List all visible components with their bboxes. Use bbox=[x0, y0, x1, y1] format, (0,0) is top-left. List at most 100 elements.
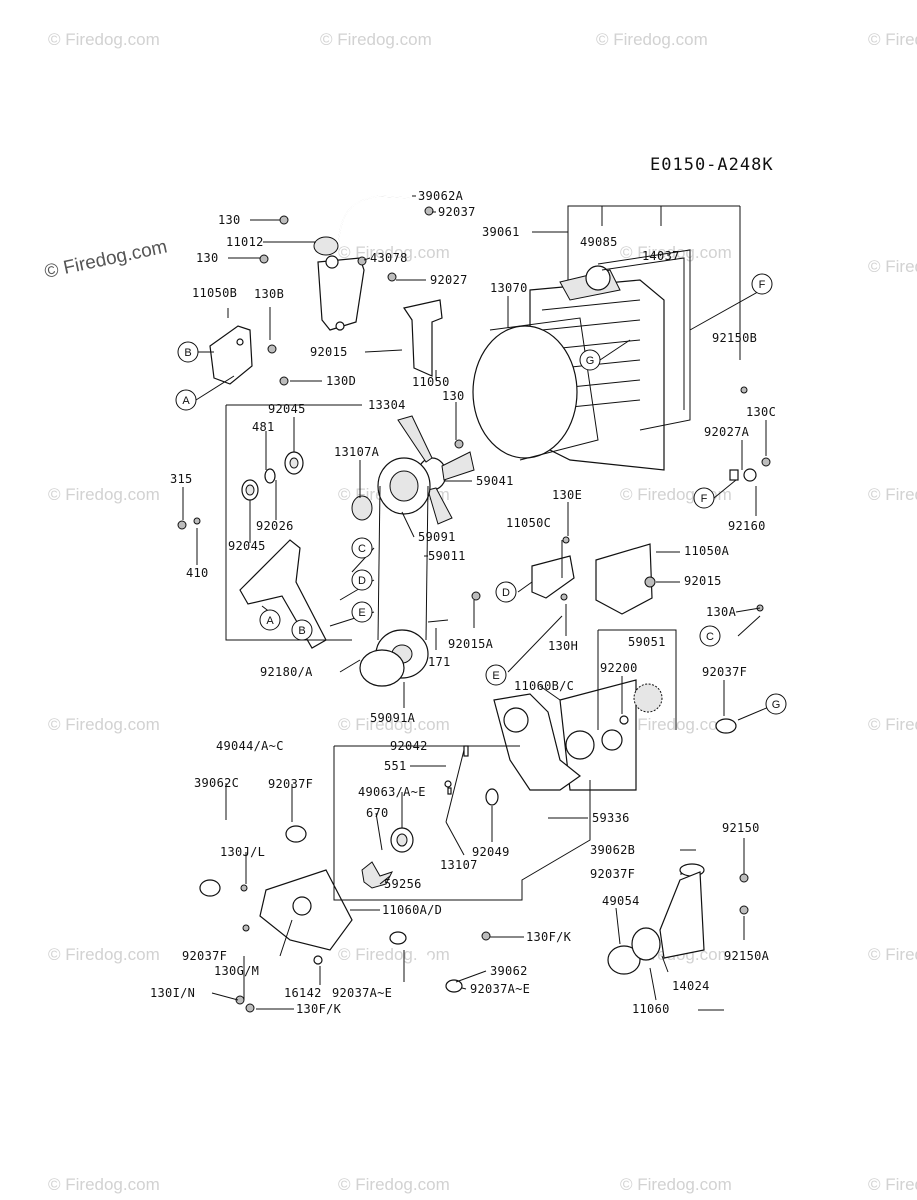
callout-b: B bbox=[184, 347, 191, 359]
part-label: 92180/A bbox=[260, 665, 313, 679]
part-label: 481 bbox=[252, 420, 275, 434]
callout-f: F bbox=[759, 279, 766, 291]
thermostat-housing-drawing bbox=[659, 871, 705, 959]
callout-d: D bbox=[502, 587, 510, 599]
watermark: © Firedog.com bbox=[868, 1175, 917, 1194]
part-label: 130H bbox=[548, 639, 578, 653]
callout-g: G bbox=[772, 699, 781, 711]
watermark: © Firedog.com bbox=[868, 485, 917, 504]
part-label: 410 bbox=[186, 566, 209, 580]
part-label: 11050A bbox=[684, 544, 730, 558]
watermark: © Firedog.com bbox=[48, 485, 160, 504]
part-label: 49063/A~E bbox=[358, 785, 426, 799]
part-label: 670 bbox=[366, 806, 389, 820]
part-label: 14024 bbox=[672, 979, 710, 993]
part-label: 130E bbox=[552, 488, 582, 502]
part-label: 13304 bbox=[368, 398, 406, 412]
callout-a: A bbox=[182, 395, 190, 407]
callout-f: F bbox=[701, 493, 708, 505]
radiator-cap-drawing bbox=[313, 236, 339, 256]
part-label: 49085 bbox=[580, 235, 618, 249]
callout-g: G bbox=[586, 355, 595, 367]
part-label: 49054 bbox=[602, 894, 640, 908]
part-label: 92160 bbox=[728, 519, 766, 533]
watermark: © Firedog.com bbox=[868, 945, 917, 964]
part-label: 13107A bbox=[334, 445, 380, 459]
part-label: 39062B bbox=[590, 843, 635, 857]
part-label: 92037A~E bbox=[332, 986, 392, 1000]
part-label: 130 bbox=[218, 213, 241, 227]
watermarks: © Firedog.com © Firedog.com © Firedog.co… bbox=[43, 30, 917, 1194]
callout-c: C bbox=[706, 631, 714, 643]
part-label: 39062C bbox=[194, 776, 239, 790]
part-label: 59091 bbox=[418, 530, 456, 544]
part-label: 59091A bbox=[370, 711, 416, 725]
part-label: 92015A bbox=[448, 637, 494, 651]
watermark: © Firedog.com bbox=[620, 485, 732, 504]
part-label: 92037F bbox=[182, 949, 227, 963]
part-label: 39062A bbox=[418, 189, 464, 203]
callout-b: B bbox=[298, 625, 305, 637]
part-label: 92015 bbox=[684, 574, 722, 588]
part-labels: 39062A 92037 130 11012 39061 49085 14037… bbox=[150, 189, 776, 1016]
part-label: 39061 bbox=[482, 225, 520, 239]
fan-shroud-drawing bbox=[472, 325, 578, 459]
reservoir-tank-drawing bbox=[317, 257, 365, 331]
part-label: 11012 bbox=[226, 235, 264, 249]
part-label: 92049 bbox=[472, 845, 510, 859]
watermark: © Firedog.com bbox=[868, 30, 917, 49]
part-label: 13107 bbox=[440, 858, 478, 872]
part-label: 130D bbox=[326, 374, 356, 388]
diagram-code: E0150-A248K bbox=[650, 155, 774, 175]
part-label: 92045 bbox=[228, 539, 266, 553]
callout-e: E bbox=[492, 670, 499, 682]
watermark: © Firedog.com bbox=[596, 30, 708, 49]
callout-d: D bbox=[358, 575, 366, 587]
part-label: 14037 bbox=[642, 249, 680, 263]
part-label: 130A bbox=[706, 605, 737, 619]
part-label: 130F/K bbox=[296, 1002, 342, 1016]
part-label: 11050 bbox=[412, 375, 450, 389]
part-label: 130C bbox=[746, 405, 776, 419]
part-label: 59051 bbox=[628, 635, 666, 649]
part-label: 92200 bbox=[600, 661, 638, 675]
part-label: 59336 bbox=[592, 811, 630, 825]
watermark: © Firedog.com bbox=[43, 236, 170, 283]
impeller-drawing bbox=[361, 861, 393, 889]
watermark: © Firedog.com bbox=[320, 30, 432, 49]
part-label: 315 bbox=[170, 472, 193, 486]
part-label: 130B bbox=[254, 287, 284, 301]
watermark: © Firedog.com bbox=[868, 257, 917, 276]
watermark: © Firedog.com bbox=[48, 30, 160, 49]
watermark: © Firedog.com bbox=[338, 243, 450, 262]
part-label: 130 bbox=[196, 251, 219, 265]
watermark: © Firedog.com bbox=[338, 1175, 450, 1194]
watermark: © Firedog.com bbox=[48, 715, 160, 734]
part-drawings bbox=[153, 195, 771, 1013]
watermark: © Firedog.com bbox=[48, 945, 160, 964]
part-label: 11060 bbox=[632, 1002, 670, 1016]
part-label: 92042 bbox=[390, 739, 428, 753]
part-label: 59041 bbox=[476, 474, 514, 488]
part-label: 92150B bbox=[712, 331, 757, 345]
part-label: 92037F bbox=[590, 867, 635, 881]
part-label: 16142 bbox=[284, 986, 322, 1000]
watermark: © Firedog.com bbox=[338, 715, 450, 734]
part-label: 92037 bbox=[438, 205, 476, 219]
watermark: © Firedog.com bbox=[620, 1175, 732, 1194]
part-label: 130G/M bbox=[214, 964, 259, 978]
part-label: 92045 bbox=[268, 402, 306, 416]
bracket-11050b-drawing bbox=[209, 325, 253, 385]
gasket-drawing bbox=[559, 679, 637, 791]
part-label: 59256 bbox=[384, 877, 422, 891]
part-label: 92037F bbox=[702, 665, 747, 679]
part-label: 49044/A~C bbox=[216, 739, 284, 753]
watermark: © Firedog.com bbox=[868, 715, 917, 734]
part-label: 130F/K bbox=[526, 930, 572, 944]
part-label: 39062 bbox=[490, 964, 528, 978]
gear-drawing bbox=[633, 683, 663, 713]
part-label: 92150A bbox=[724, 949, 770, 963]
part-label: 171 bbox=[428, 655, 451, 669]
tensioner-arm-drawing bbox=[239, 539, 327, 649]
